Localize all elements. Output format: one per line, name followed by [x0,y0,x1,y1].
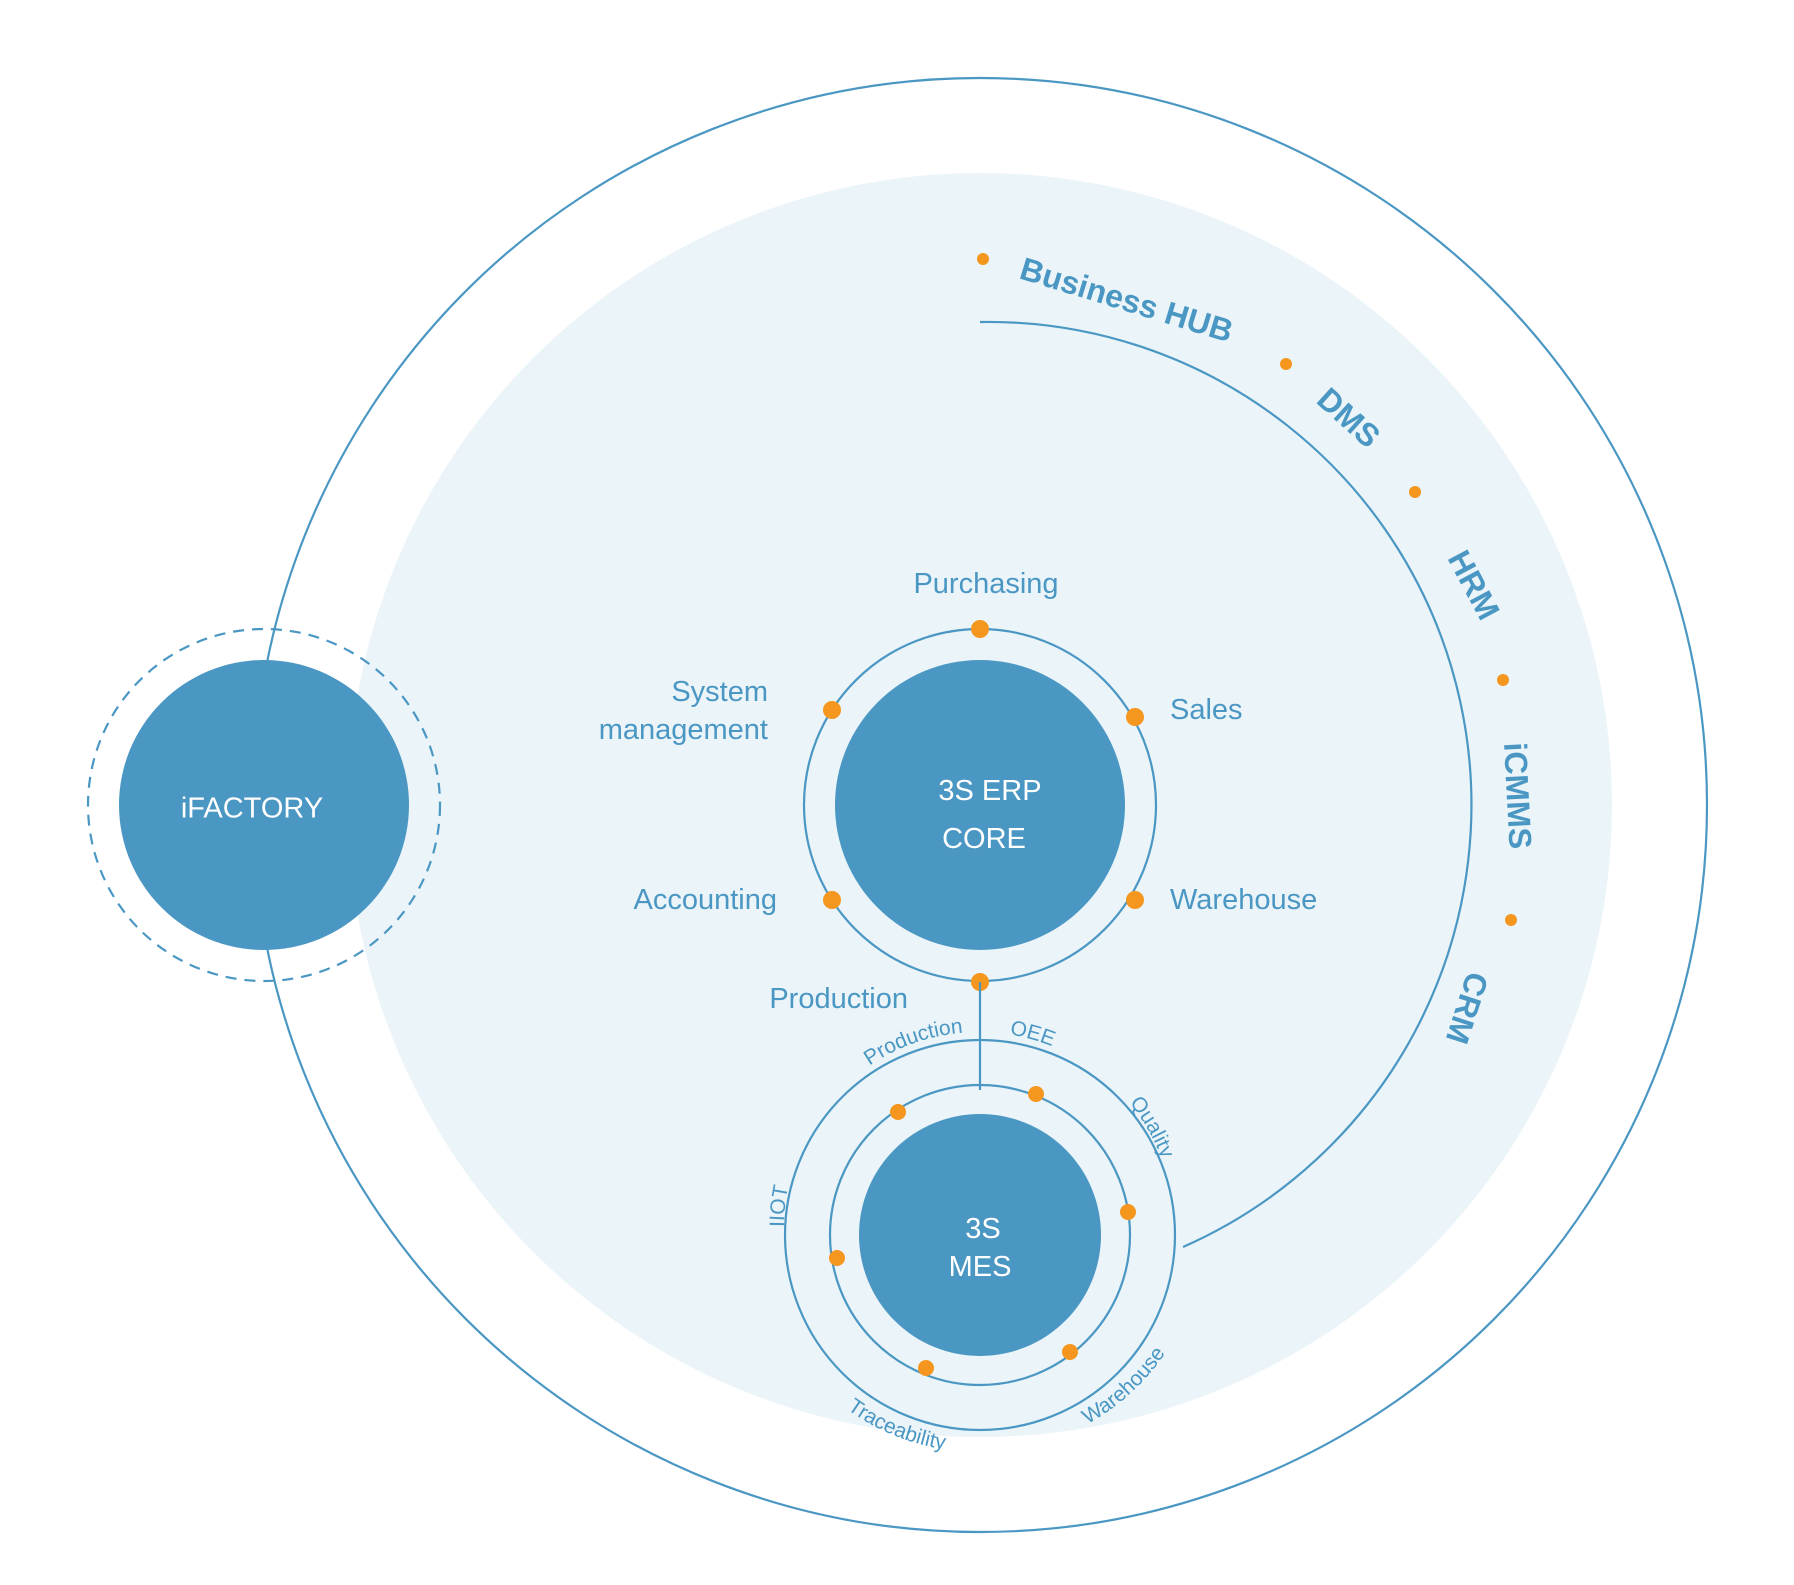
erp-core-label-line1: 3S ERP [938,775,1041,807]
mes-dot-quality [1120,1204,1136,1220]
ifactory-node [119,660,409,950]
erp-label-accounting: Accounting [634,884,778,916]
hub-dot-dms [1280,358,1292,370]
hub-arc [979,320,1473,1249]
mes-dot-iiot [829,1250,845,1266]
hub-label-icmms: iCMMS [1497,741,1539,849]
erp-dot-system-management [823,701,841,719]
mes-label-line1: 3S [965,1213,1000,1245]
mes-dot-warehouse [1062,1344,1078,1360]
ifactory-label: iFACTORY [181,793,323,825]
ifactory-dashed-ring [86,627,442,983]
mes-dot-production [890,1104,906,1120]
hub-dot-hrm [1409,486,1421,498]
mes-dot-traceability [918,1360,934,1376]
mes-inner-ring [828,1083,1132,1387]
erp-label-system-management-line2: management [599,714,768,746]
mes-label-iiot: IIOT [766,1183,793,1227]
erp-label-system-management-line1: System [671,676,768,708]
mes-label-line2: MES [949,1251,1012,1283]
erp-core-label-line2: CORE [942,823,1026,855]
hub-dot-crm [1505,914,1517,926]
erp-label-sales: Sales [1170,694,1243,726]
mes-dot-oee [1028,1086,1044,1102]
erp-dot-accounting [823,891,841,909]
erp-dot-purchasing [971,620,989,638]
mes-node [859,1114,1101,1356]
hub-dot-business-hub [977,253,989,265]
erp-label-purchasing: Purchasing [913,568,1058,600]
erp-core-node [835,660,1125,950]
erp-dot-warehouse [1126,891,1144,909]
erp-dot-sales [1126,708,1144,726]
hub-dot-icmms [1497,674,1509,686]
mes-outer-ring [783,1038,1177,1432]
erp-label-production: Production [769,983,908,1015]
erp-label-warehouse: Warehouse [1170,884,1317,916]
